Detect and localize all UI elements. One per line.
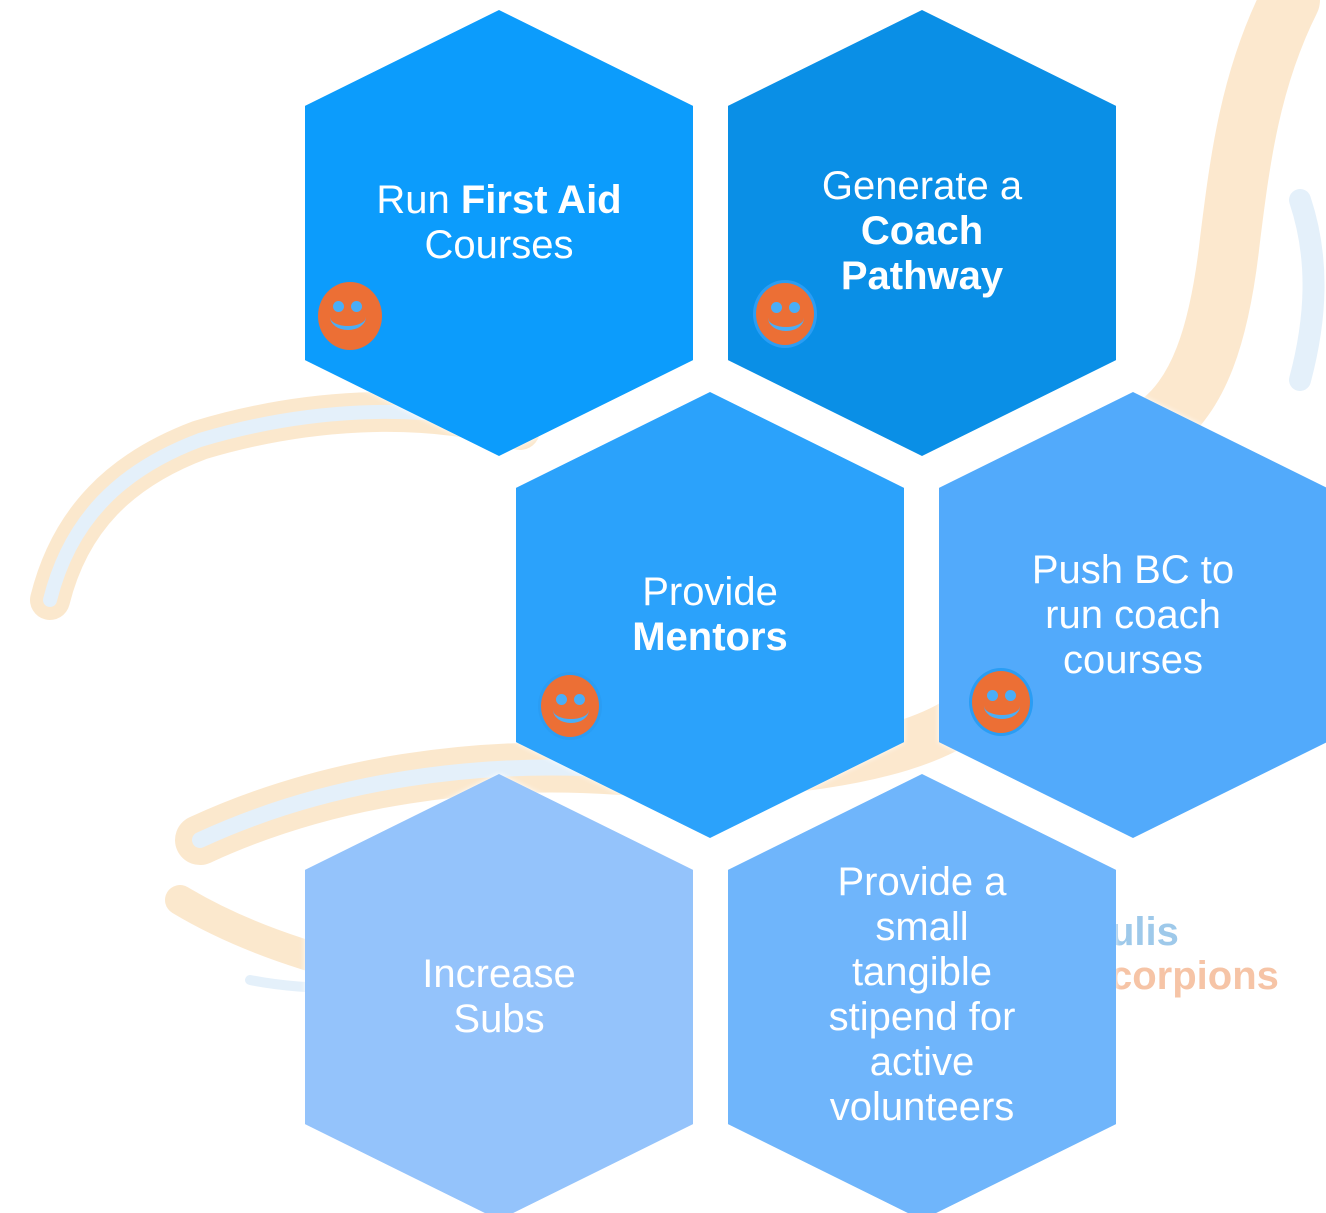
- hexagon-label-line: tangible: [788, 950, 1056, 995]
- hexagon-label-line: run coach: [999, 593, 1267, 638]
- watermark-text-line2: corpions: [1110, 954, 1279, 998]
- hexagon-label-text: Generate a: [821, 164, 1023, 208]
- hexagon-label-bold-text: Coach: [860, 209, 984, 253]
- hexagon-label-text: volunteers: [829, 1085, 1015, 1129]
- hexagon-label-line: Increase: [365, 952, 633, 997]
- hexagon-label-text: stipend for: [828, 995, 1016, 1039]
- hexagon-label-line: stipend for: [788, 995, 1056, 1040]
- hexagon-label-line: volunteers: [788, 1085, 1056, 1130]
- smiley-face-icon: [538, 672, 602, 740]
- hexagon-label-text: Provide: [642, 570, 778, 614]
- hexagon-label-text: Increase: [422, 952, 576, 996]
- hexagon-label-line: active: [788, 1040, 1056, 1085]
- smiley-mouth: [553, 697, 589, 723]
- hexagon-label-text: Courses: [424, 223, 574, 267]
- hexagon-label-line: Push BC to: [999, 548, 1267, 593]
- hexagon-shape: [939, 392, 1326, 838]
- hexagon-label-text: active: [869, 1040, 975, 1084]
- hexagon-shape: [728, 10, 1116, 456]
- hexagon-shape: [305, 774, 693, 1213]
- hexagon-shape: [516, 392, 904, 838]
- hexagon-label-line: Provide a: [788, 860, 1056, 905]
- watermark-text-line1: ulis: [1110, 910, 1179, 954]
- hexagon-label-line: courses: [999, 638, 1267, 683]
- hexagon-label-text: Subs: [453, 997, 545, 1041]
- hexagon-label-line: Mentors: [576, 615, 844, 660]
- hexagon-label-text: Run: [376, 178, 461, 222]
- smiley-mouth: [768, 305, 804, 331]
- hexagon-label-text: small: [875, 905, 969, 949]
- smiley-mouth: [984, 693, 1020, 719]
- hexagon-shape: [305, 10, 693, 456]
- hexagon-label-bold-text: Mentors: [632, 615, 788, 659]
- hexagon-label-line: Subs: [365, 997, 633, 1042]
- hexagon-label-line: small: [788, 905, 1056, 950]
- hexagon-label-line: Coach: [788, 209, 1056, 254]
- hexagon-label-line: Generate a: [788, 164, 1056, 209]
- hexagon-label-text: run coach: [1045, 593, 1221, 637]
- hexagon-label-text: Provide a: [837, 860, 1007, 904]
- smiley-mouth: [330, 304, 366, 330]
- hexagon-label-text: courses: [1062, 638, 1204, 682]
- hexagon-label-line: Pathway: [788, 254, 1056, 299]
- hexagon-shape: [728, 774, 1116, 1213]
- smiley-face-icon: [969, 668, 1033, 736]
- hexagon-label-text: Push BC to: [1031, 548, 1235, 592]
- hexagon-label-text: tangible: [851, 950, 993, 994]
- hexagon-label-line: Courses: [365, 223, 633, 268]
- hexagon-label-line: Run First Aid: [365, 178, 633, 223]
- hexagon-label-bold-text: First Aid: [460, 178, 622, 222]
- hexagon-label-line: Provide: [576, 570, 844, 615]
- smiley-face-icon: [753, 280, 817, 348]
- smiley-face-icon: [318, 282, 382, 350]
- hexagon-label-bold-text: Pathway: [840, 254, 1004, 298]
